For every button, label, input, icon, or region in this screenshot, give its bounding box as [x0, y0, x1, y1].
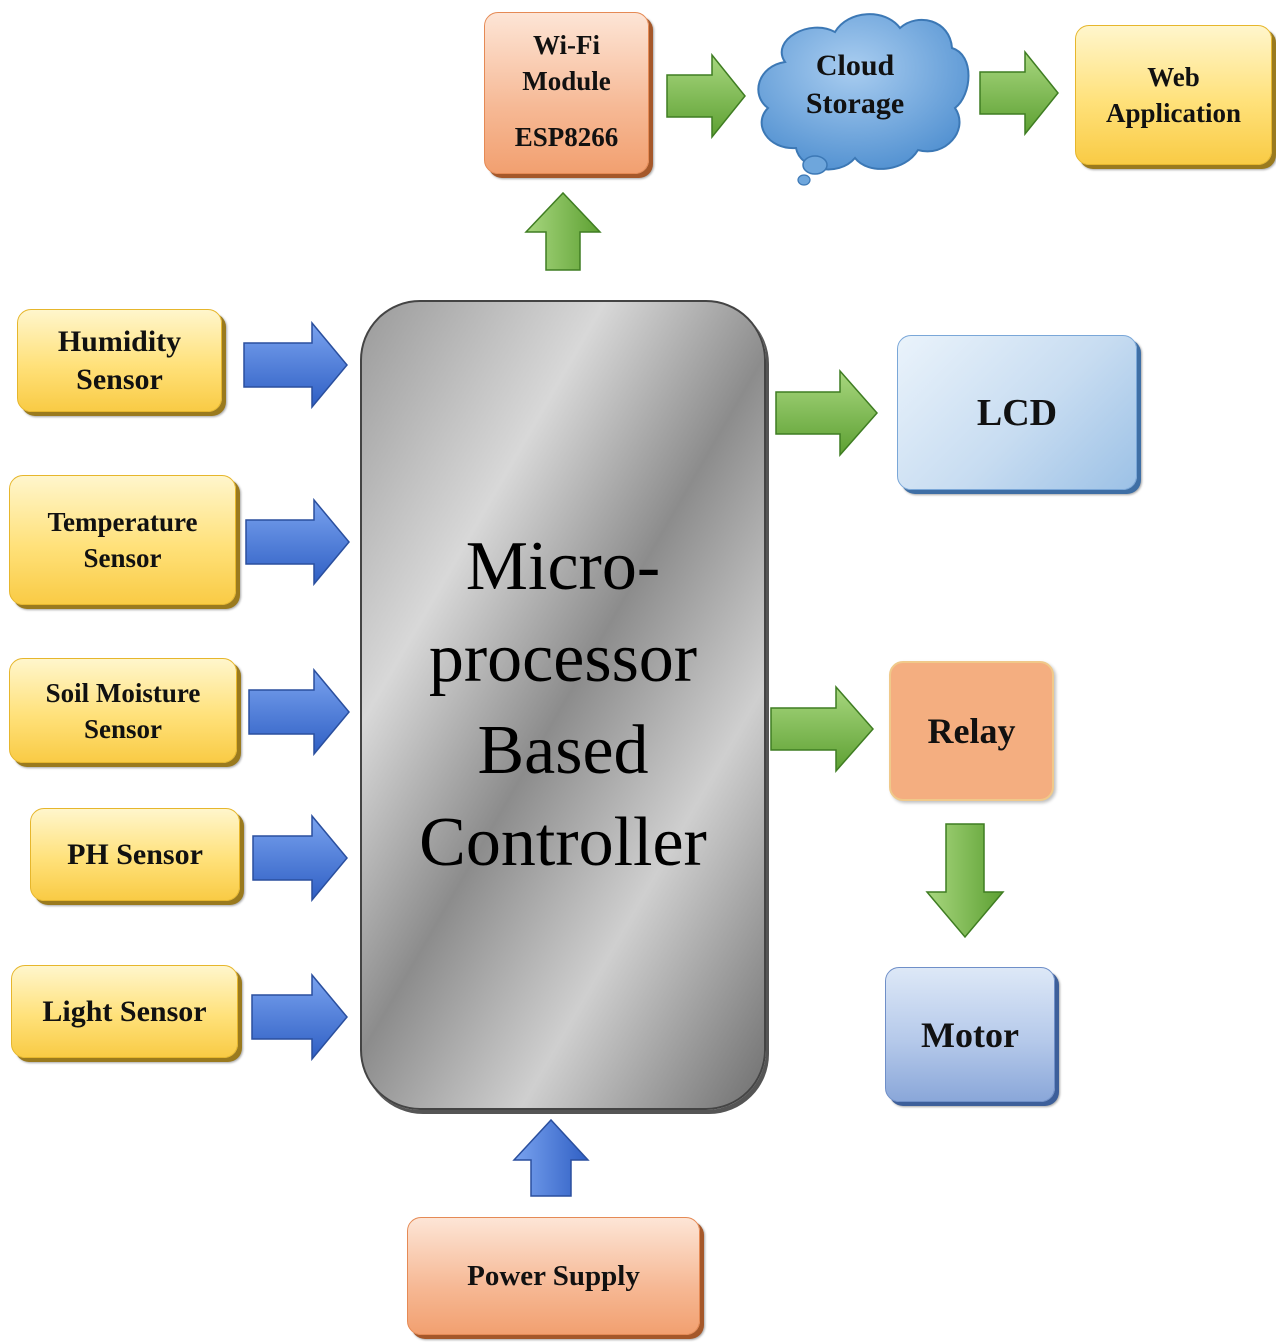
power-arrow: [512, 1118, 590, 1197]
temperature-sensor-box: Temperature Sensor: [9, 475, 236, 605]
temperature-sensor-line2: Sensor: [83, 543, 162, 573]
controller-to-lcd-arrow: [775, 369, 878, 457]
light-sensor-label: Light Sensor: [42, 994, 207, 1028]
wifi-to-cloud-arrow: [666, 52, 746, 140]
motor-label: Motor: [921, 1014, 1019, 1055]
wifi-line3: ESP8266: [514, 122, 619, 152]
web-application-box: Web Application: [1075, 25, 1272, 165]
cloud-shape: [757, 13, 970, 186]
soil-sensor-line1: Soil Moisture: [45, 677, 201, 708]
wifi-line1: Wi-Fi: [533, 30, 600, 60]
microprocessor-controller: Micro- processor Based Controller: [360, 300, 766, 1110]
motor-box: Motor: [885, 967, 1055, 1102]
web-line1: Web: [1147, 62, 1200, 92]
humidity-sensor-line2: Sensor: [76, 362, 163, 396]
temperature-sensor-line1: Temperature: [47, 507, 198, 537]
humidity-arrow: [243, 320, 348, 410]
ph-sensor-box: PH Sensor: [30, 808, 240, 901]
ph-sensor-label: PH Sensor: [67, 837, 203, 871]
cloud-storage-label: Cloud Storage: [780, 40, 930, 130]
ph-arrow: [252, 813, 348, 903]
controller-line2: processor: [428, 620, 698, 697]
power-supply-label: Power Supply: [467, 1260, 640, 1292]
cloud-line1: Cloud: [815, 49, 895, 82]
wifi-line2: Module: [522, 66, 611, 96]
controller-to-relay-arrow: [770, 685, 874, 773]
wifi-module-box: Wi-Fi Module ESP8266: [484, 12, 649, 174]
controller-line4: Controller: [419, 804, 707, 881]
humidity-sensor-line1: Humidity: [57, 324, 182, 358]
controller-line1: Micro-: [465, 528, 661, 605]
light-arrow: [251, 972, 348, 1062]
controller-line3: Based: [477, 712, 649, 789]
web-line2: Application: [1105, 98, 1242, 128]
cloud-to-web-arrow: [979, 49, 1059, 137]
soil-sensor-line2: Sensor: [83, 713, 162, 744]
lcd-label: LCD: [976, 391, 1058, 434]
controller-to-wifi-arrow: [524, 191, 602, 271]
soil-moisture-sensor-box: Soil Moisture Sensor: [9, 658, 237, 763]
soil-arrow: [248, 667, 350, 757]
relay-to-motor-arrow: [925, 823, 1005, 939]
light-sensor-box: Light Sensor: [11, 965, 238, 1058]
cloud-line2: Storage: [805, 87, 905, 120]
power-supply-box: Power Supply: [407, 1217, 700, 1335]
temperature-arrow: [245, 497, 350, 587]
relay-box: Relay: [889, 661, 1054, 801]
relay-label: Relay: [927, 711, 1016, 751]
lcd-box: LCD: [897, 335, 1137, 490]
humidity-sensor-box: Humidity Sensor: [17, 309, 222, 412]
